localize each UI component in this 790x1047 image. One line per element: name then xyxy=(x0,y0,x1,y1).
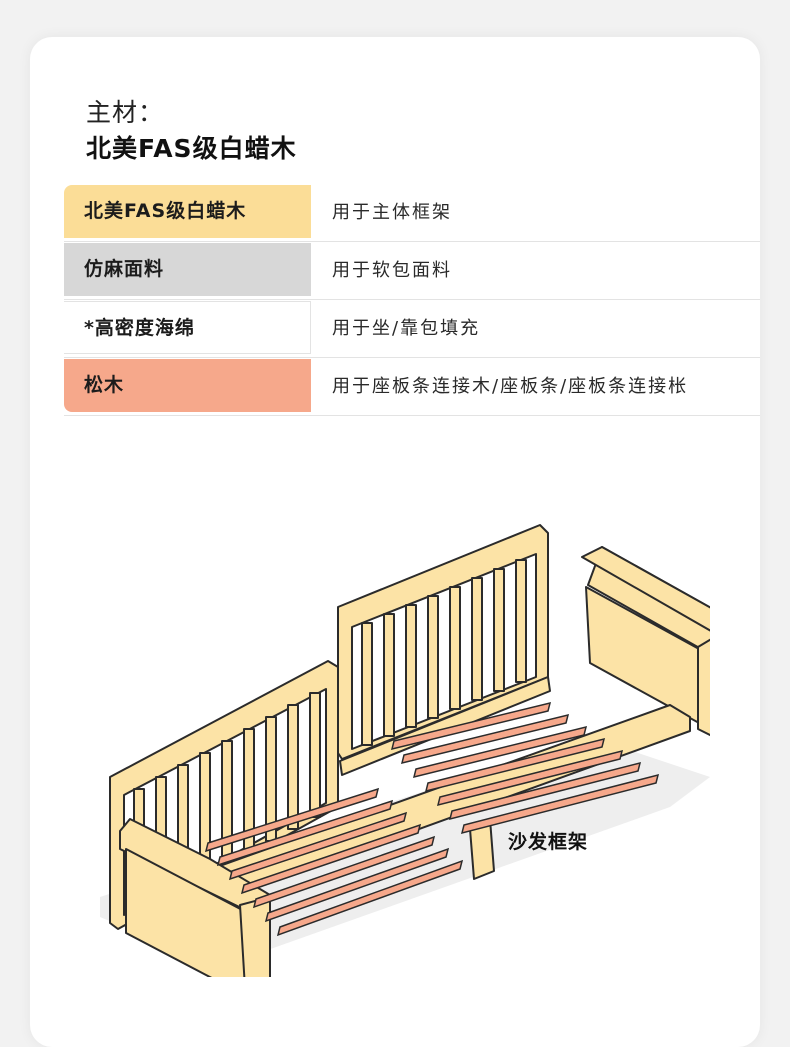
material-name: 仿麻面料 xyxy=(64,243,311,296)
right-armrest-panel xyxy=(585,586,710,730)
material-row: *高密度海绵 用于坐/靠包填充 xyxy=(64,300,760,358)
back-slats-right xyxy=(361,559,527,746)
material-use: 用于软包面料 xyxy=(332,260,452,281)
left-armrest-leg xyxy=(239,896,271,977)
main-material-value: 北美FAS级白蜡木 xyxy=(86,134,297,163)
material-name: *高密度海绵 xyxy=(64,301,311,354)
main-material-label: 主材： xyxy=(86,98,165,127)
material-row: 松木 用于座板条连接木/座板条/座板条连接枨 xyxy=(64,358,760,416)
sofa-frame-caption: 沙发框架 xyxy=(508,831,589,853)
product-card: 主材： 北美FAS级白蜡木 北美FAS级白蜡木 用于主体框架 仿麻面料 用于软包… xyxy=(30,37,760,1047)
material-name: 北美FAS级白蜡木 xyxy=(64,185,311,238)
left-armrest-panel xyxy=(125,848,249,977)
material-row: 仿麻面料 用于软包面料 xyxy=(64,242,760,300)
material-name: 松木 xyxy=(64,359,311,412)
seat-slats xyxy=(204,701,660,937)
sofa-frame-illustration xyxy=(100,524,710,977)
materials-table: 北美FAS级白蜡木 用于主体框架 仿麻面料 用于软包面料 *高密度海绵 用于坐/… xyxy=(64,184,760,416)
material-use: 用于坐/靠包填充 xyxy=(332,318,481,339)
material-use: 用于主体框架 xyxy=(332,202,452,223)
right-armrest-top xyxy=(581,546,710,632)
seat-rail-back xyxy=(339,676,551,776)
right-armrest-leg xyxy=(697,638,710,737)
material-row: 北美FAS级白蜡木 用于主体框架 xyxy=(64,184,760,242)
material-use: 用于座板条连接木/座板条/座板条连接枨 xyxy=(332,376,689,397)
